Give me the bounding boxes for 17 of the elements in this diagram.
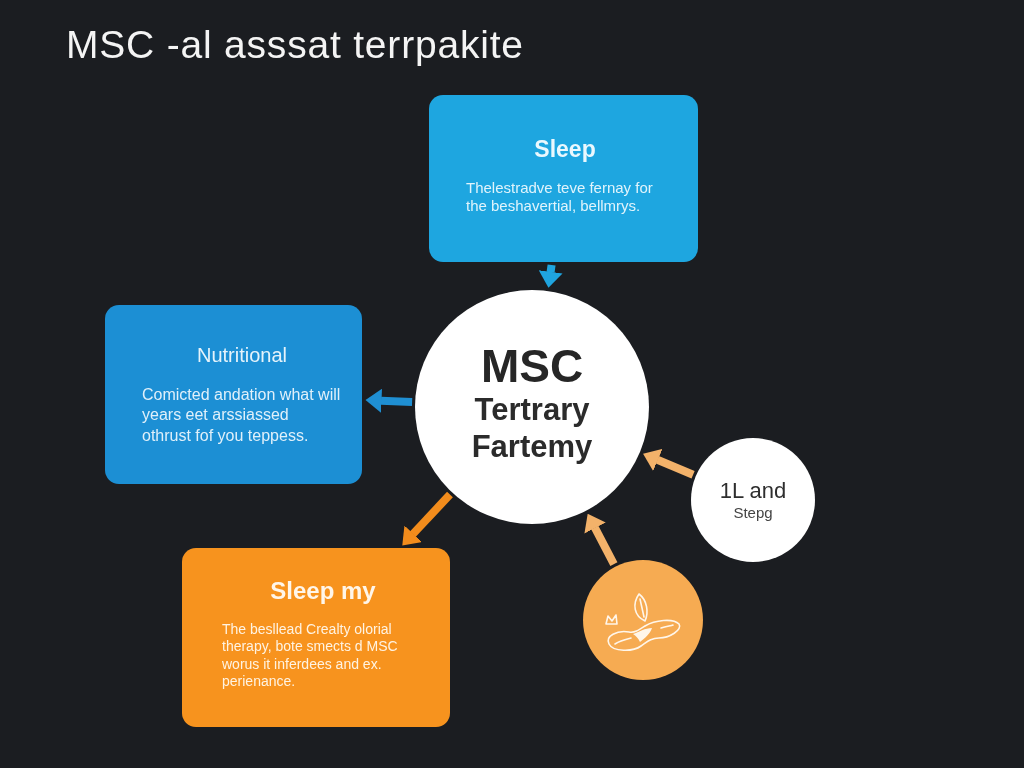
info-card — [429, 95, 698, 262]
circle-text: Tertrary Fartemy — [470, 391, 594, 465]
card-text: Comicted andation what will years eet arssiassed othrust fof you teppess. — [142, 384, 342, 446]
card-text: The besllead Crealty olorial therapy, bote smects d MSC worus it inferdees and ex. perienance. — [222, 620, 399, 691]
arrow — [643, 448, 695, 479]
circle-title: MSC — [480, 341, 584, 391]
card-heading: Sleep — [533, 136, 597, 163]
arrow — [402, 491, 453, 546]
diagram-title: MSC -al asssat terrpakite — [66, 22, 524, 68]
card-heading: Nutritional — [195, 342, 288, 367]
card-heading: Sleep my — [269, 576, 377, 605]
circle-title: 1L and — [719, 478, 787, 504]
info-card — [105, 305, 362, 484]
circle-text: Stepg — [733, 504, 773, 522]
arrow — [584, 513, 618, 566]
card-text: Thelestradve teve fernay for the beshavertial, bellmrys. — [466, 179, 654, 215]
info-card — [182, 548, 450, 727]
